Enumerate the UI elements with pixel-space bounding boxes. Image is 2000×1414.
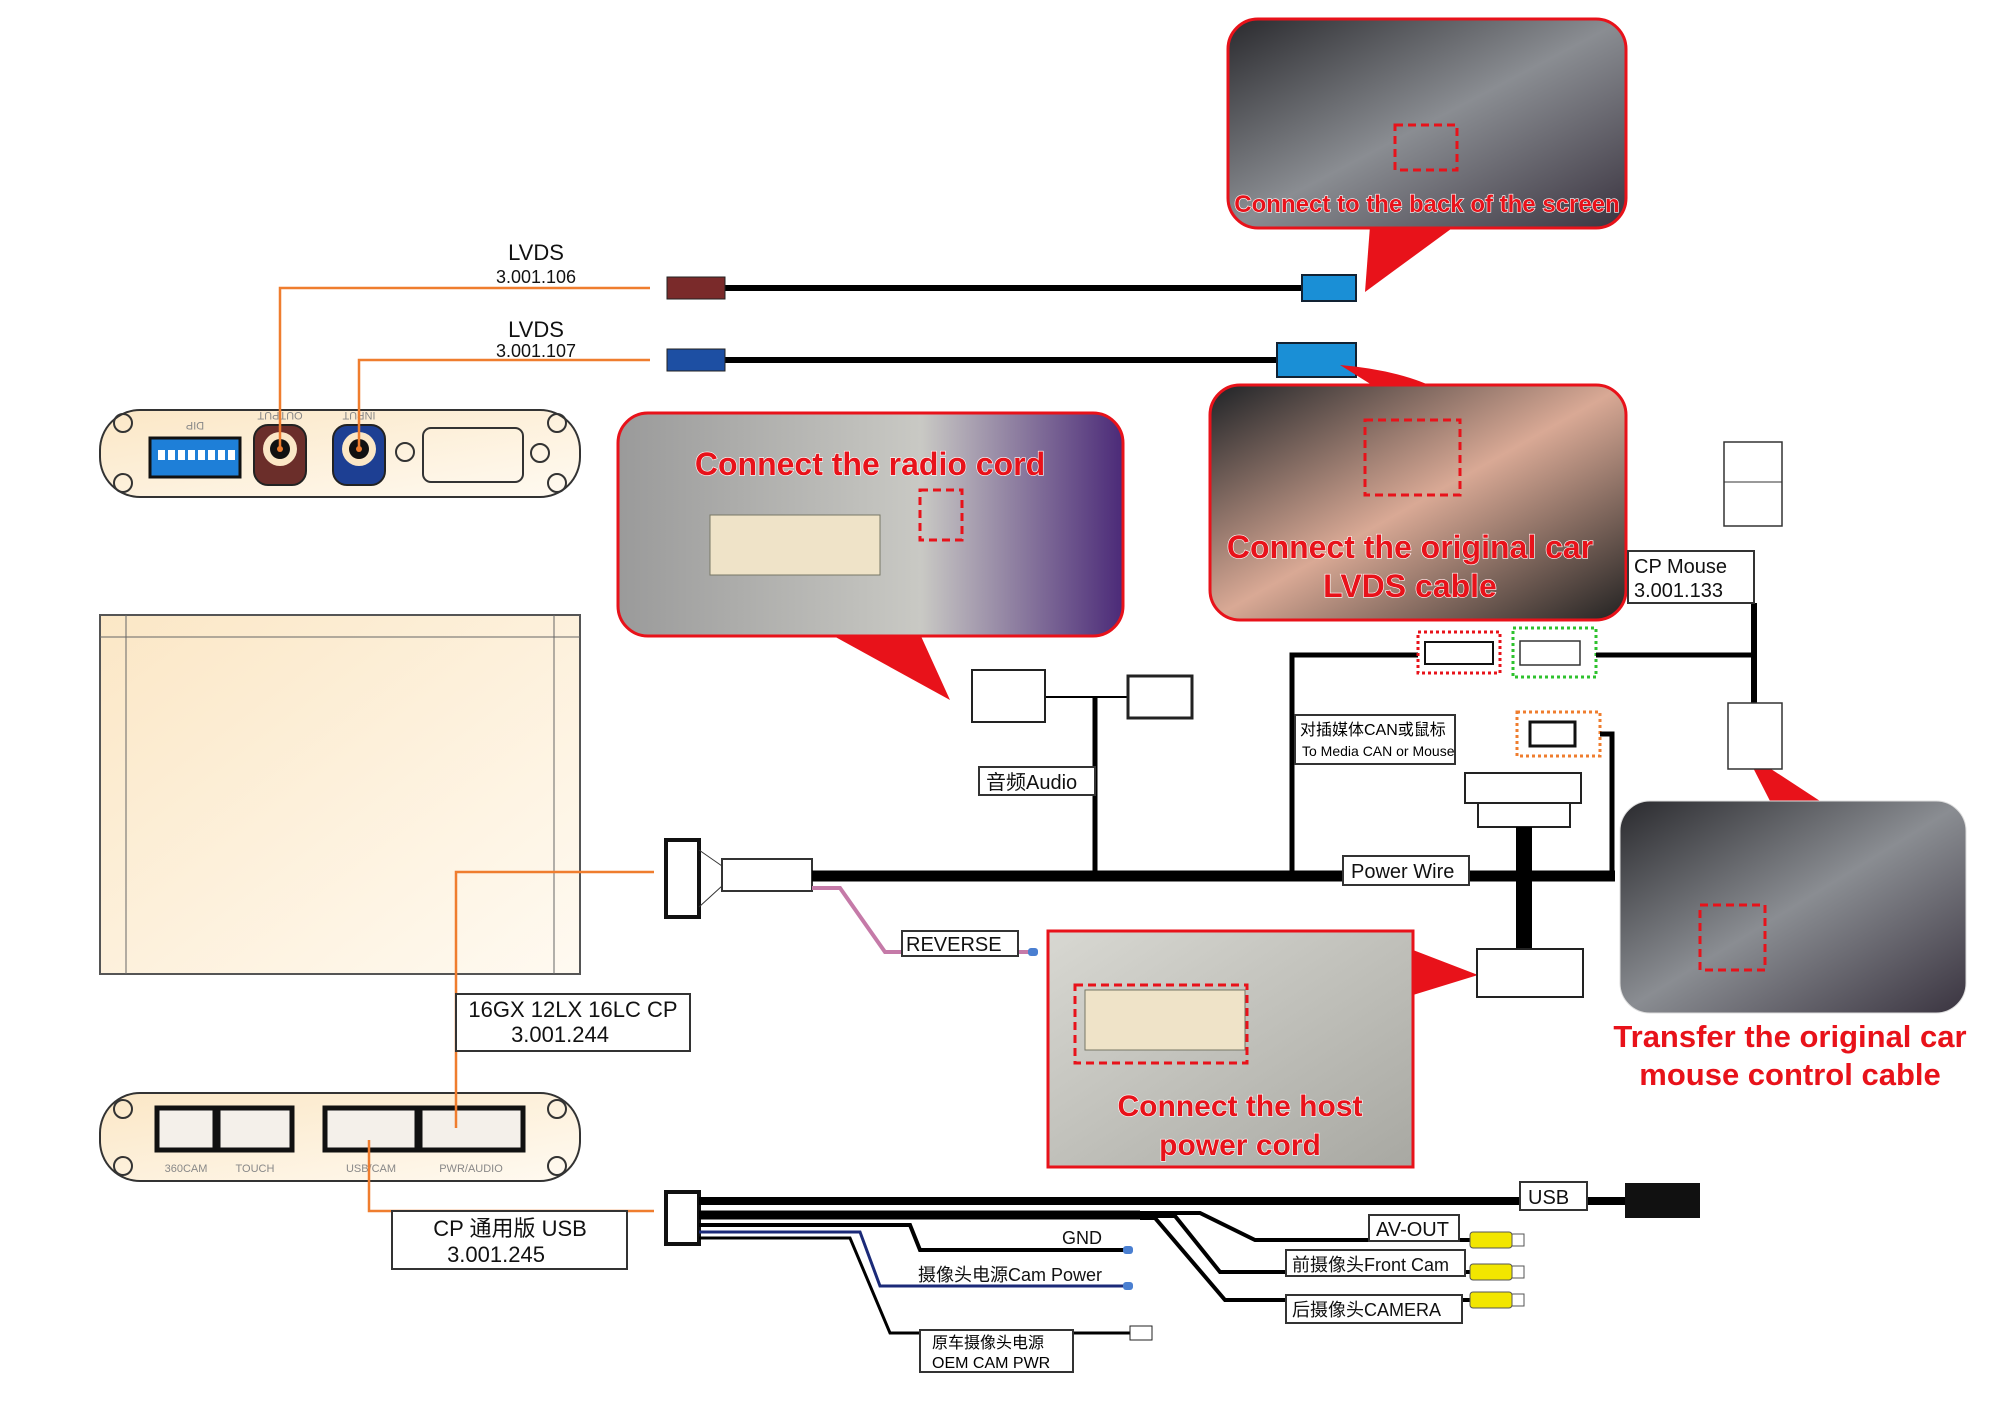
- svg-text:原车摄像头电源: 原车摄像头电源: [932, 1334, 1044, 1352]
- port-label: USB/CAM: [346, 1163, 396, 1175]
- lvds-input-port[interactable]: [332, 424, 386, 486]
- screw-icon: [113, 413, 567, 493]
- callout-text: power cord: [1159, 1129, 1321, 1162]
- label-cp-mouse: CP Mouse 3.001.133: [1627, 550, 1755, 604]
- callout-host-power: Connect the host power cord: [1046, 929, 1478, 1169]
- svg-text:AV-OUT: AV-OUT: [1376, 1219, 1449, 1241]
- power-connector-bottom[interactable]: [1476, 948, 1584, 998]
- port-360cam[interactable]: [154, 1105, 218, 1153]
- fakra-connector[interactable]: [666, 276, 726, 300]
- callout-text: Connect the host: [1118, 1090, 1363, 1123]
- can-connector[interactable]: [1416, 630, 1502, 675]
- callout-text: Connect the radio cord: [695, 446, 1045, 482]
- port-pwr-audio[interactable]: [417, 1105, 526, 1153]
- fakra-connector[interactable]: [666, 348, 726, 372]
- lvds-connector[interactable]: [1276, 342, 1357, 378]
- svg-text:Power Wire: Power Wire: [1351, 861, 1454, 883]
- callout-radio-cord: Connect the radio cord: [616, 411, 1125, 700]
- leader-line: [357, 358, 650, 449]
- svg-text:3.001.133: 3.001.133: [1634, 580, 1723, 602]
- lvds-connector[interactable]: [1301, 274, 1357, 302]
- audio-connector[interactable]: [971, 669, 1046, 723]
- label-can: 对插媒体CAN或鼠标 To Media CAN or Mouse: [1294, 714, 1456, 765]
- svg-text:后摄像头CAMERA: 后摄像头CAMERA: [1292, 1300, 1441, 1320]
- callout-lvds-cable: Connect the original car LVDS cable: [1208, 365, 1628, 622]
- svg-text:前摄像头Front Cam: 前摄像头Front Cam: [1292, 1255, 1449, 1275]
- svg-text:3.001.245: 3.001.245: [447, 1242, 545, 1267]
- svg-text:CP Mouse: CP Mouse: [1634, 556, 1727, 578]
- lvds1-code: 3.001.106: [496, 267, 576, 287]
- callout-mouse-cable: Transfer the original car mouse control …: [1613, 752, 1967, 1092]
- port-usb-cam[interactable]: [322, 1105, 420, 1153]
- callout-text: Connect to the back of the screen: [1234, 191, 1619, 218]
- svg-text:CP 通用版 USB: CP 通用版 USB: [433, 1216, 587, 1241]
- label-oem-cam-pwr: 原车摄像头电源 OEM CAM PWR: [919, 1329, 1074, 1373]
- label-audio: 音频Audio: [978, 766, 1096, 796]
- lvds-cable-2: [666, 342, 1357, 378]
- power-connector-top[interactable]: [1464, 772, 1582, 804]
- callout-screen-back: Connect to the back of the screen: [1226, 17, 1628, 292]
- label-power-wire: Power Wire: [1342, 855, 1470, 886]
- oem-cam-connector[interactable]: [1129, 1325, 1153, 1341]
- port-window: [422, 427, 524, 483]
- label-av-out: AV-OUT: [1368, 1214, 1460, 1242]
- dip-label: DIP: [186, 419, 204, 431]
- harness-connector[interactable]: [664, 838, 701, 919]
- main-harness: [664, 441, 1783, 998]
- cp-mouse-connector[interactable]: [1723, 441, 1783, 527]
- port-touch[interactable]: [215, 1105, 295, 1153]
- label-gnd: GND: [1062, 1228, 1102, 1248]
- label-usb-harness: CP 通用版 USB 3.001.245: [391, 1210, 628, 1270]
- usb-plug[interactable]: [1625, 1183, 1700, 1218]
- callout-text: Connect the original car: [1227, 529, 1593, 565]
- label-camera: 后摄像头CAMERA: [1285, 1294, 1463, 1324]
- label-main-harness: 16GX 12LX 16LC CP 3.001.244: [455, 993, 691, 1052]
- svg-text:OEM CAM PWR: OEM CAM PWR: [932, 1355, 1050, 1372]
- harness-connector[interactable]: [664, 1190, 701, 1246]
- callout-text: mouse control cable: [1639, 1057, 1940, 1092]
- audio-connector[interactable]: [1126, 674, 1194, 720]
- callout-text: Transfer the original car: [1613, 1019, 1966, 1054]
- lvds2-code: 3.001.107: [496, 341, 576, 361]
- label-front-cam: 前摄像头Front Cam: [1285, 1249, 1466, 1277]
- lvds-cable-1: [666, 274, 1357, 302]
- lvds2-name: LVDS: [508, 317, 564, 342]
- label-reverse: REVERSE: [901, 930, 1019, 957]
- svg-text:USB: USB: [1528, 1187, 1569, 1209]
- callout-text: LVDS cable: [1323, 568, 1497, 604]
- svg-text:对插媒体CAN或鼠标: 对插媒体CAN或鼠标: [1300, 721, 1446, 739]
- module-top-panel: DIP OUTPUT INPUT: [99, 409, 581, 498]
- label-cam-power: 摄像头电源Cam Power: [918, 1265, 1102, 1285]
- svg-text:16GX 12LX 16LC CP: 16GX 12LX 16LC CP: [468, 997, 677, 1022]
- leader-line: [278, 286, 650, 449]
- label-usb: USB: [1519, 1181, 1588, 1211]
- port-label: PWR/AUDIO: [439, 1163, 503, 1175]
- port-label: TOUCH: [236, 1163, 275, 1175]
- lvds1-name: LVDS: [508, 240, 564, 265]
- port-label: 360CAM: [165, 1163, 208, 1175]
- svg-text:To Media CAN or Mouse: To Media CAN or Mouse: [1302, 743, 1455, 759]
- svg-text:REVERSE: REVERSE: [906, 934, 1002, 956]
- svg-text:3.001.244: 3.001.244: [511, 1022, 609, 1047]
- module-body: [99, 614, 581, 975]
- rca-connector[interactable]: [1469, 1231, 1525, 1309]
- module-bottom-panel: 360CAM TOUCH USB/CAM PWR/AUDIO: [99, 1092, 581, 1182]
- usb-harness: [664, 1183, 1700, 1341]
- cp-mouse-connector[interactable]: [1727, 702, 1783, 770]
- svg-text:音频Audio: 音频Audio: [986, 771, 1077, 794]
